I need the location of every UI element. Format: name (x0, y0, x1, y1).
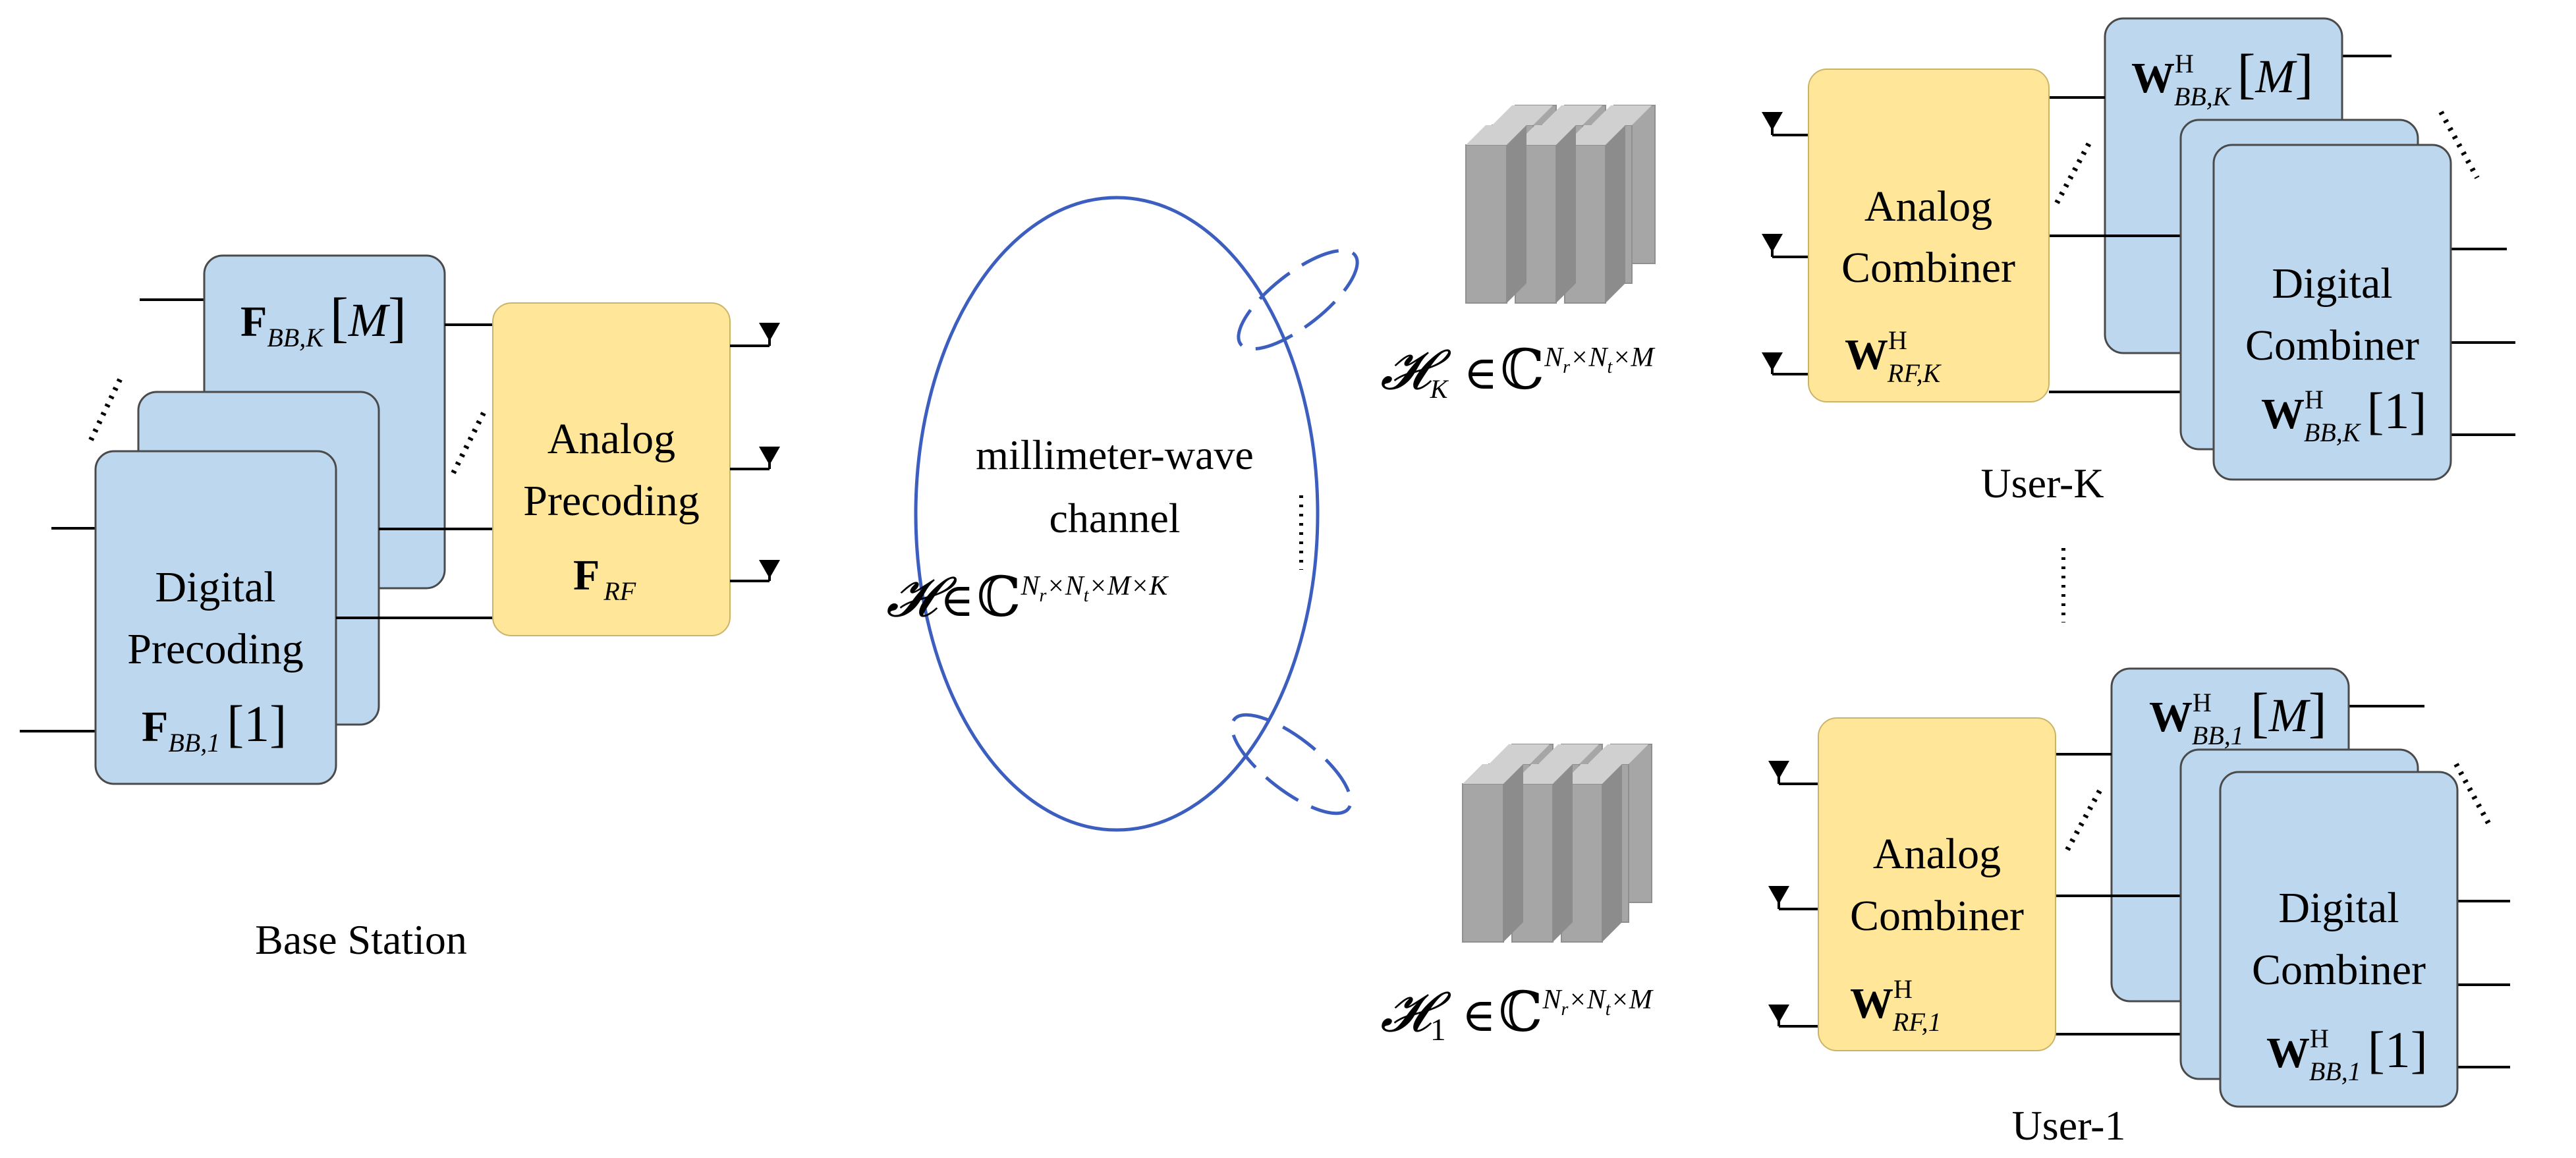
user-k-analog-combiner-block (1808, 69, 2050, 402)
user-k-antenna-2 (1762, 234, 1808, 258)
base-station-label: Base Station (255, 916, 467, 963)
h-1-formula: 𝓗1∈ℂNr×Nt×M (1380, 982, 1654, 1047)
user-k-antenna-1 (1762, 112, 1808, 136)
h-k-formula: 𝓗K∈ℂNr×Nt×M (1380, 340, 1656, 404)
user-k-digital-combiner-line2: Combiner (2245, 321, 2419, 370)
user-1-analog-combiner-line2: Combiner (1850, 892, 2024, 940)
user-1-stack-dots-left (2065, 786, 2104, 851)
user-k-label: User-K (1980, 460, 2104, 507)
digital-combiner-block-k-1 (2212, 144, 2452, 481)
user-1-digital-combiner-line2: Combiner (2252, 946, 2426, 994)
base-station: FBB,K[M] Digital Precoding FBB,1[1] Anal… (20, 254, 780, 963)
bs-antenna-2 (730, 447, 780, 470)
bs-stack-dots-left (88, 374, 125, 441)
user-1-stack-dots-right (2453, 763, 2493, 828)
digital-combiner-block-1-1 (2219, 771, 2459, 1108)
user-1-digital-combiner-line1: Digital (2278, 884, 2399, 932)
channel-ellipse (914, 196, 1320, 832)
channel-line2: channel (1050, 495, 1181, 541)
user-1-antenna-2 (1768, 886, 1818, 910)
bs-antenna-3 (730, 560, 780, 582)
channel-line1: millimeter-wave (976, 431, 1254, 478)
digital-precoding-line2: Precoding (127, 625, 304, 673)
channel: millimeter-wave channel 𝓗∈ℂNr×Nt×M×K (886, 196, 1359, 832)
channel-tensor-1 (1462, 744, 1652, 943)
user-k-antenna-3 (1762, 352, 1808, 375)
user-1-analog-combiner-line1: Analog (1873, 830, 2001, 878)
digital-precoding-line1: Digital (155, 563, 275, 611)
user-1-label: User-1 (2012, 1102, 2126, 1149)
user-k-analog-combiner-line1: Analog (1864, 182, 1992, 231)
channel-formula: 𝓗∈ℂNr×Nt×M×K (886, 567, 1169, 628)
user-1-antenna-3 (1768, 1005, 1818, 1028)
user-k-analog-combiner-line2: Combiner (1841, 244, 2015, 292)
user-1-antenna-1 (1768, 761, 1818, 785)
beam-to-user-1 (1230, 713, 1353, 815)
user-1-analog-combiner-block (1818, 717, 2056, 1051)
bs-antenna-1 (730, 323, 780, 347)
channel-tensor-k (1465, 105, 1656, 304)
f-bb-k-label: FBB,K[M] (240, 287, 406, 352)
beam-to-user-k (1237, 248, 1359, 351)
user-k-stack-dots-right (2438, 111, 2480, 179)
f-bb-1-label: FBB,1[1] (142, 695, 287, 758)
user-k-digital-combiner-line1: Digital (2272, 260, 2392, 308)
user-k-stack-dots-left (2054, 137, 2094, 204)
analog-precoding-line1: Analog (547, 415, 675, 463)
bs-stack-dots-right (451, 410, 487, 474)
analog-precoding-line2: Precoding (523, 477, 700, 525)
